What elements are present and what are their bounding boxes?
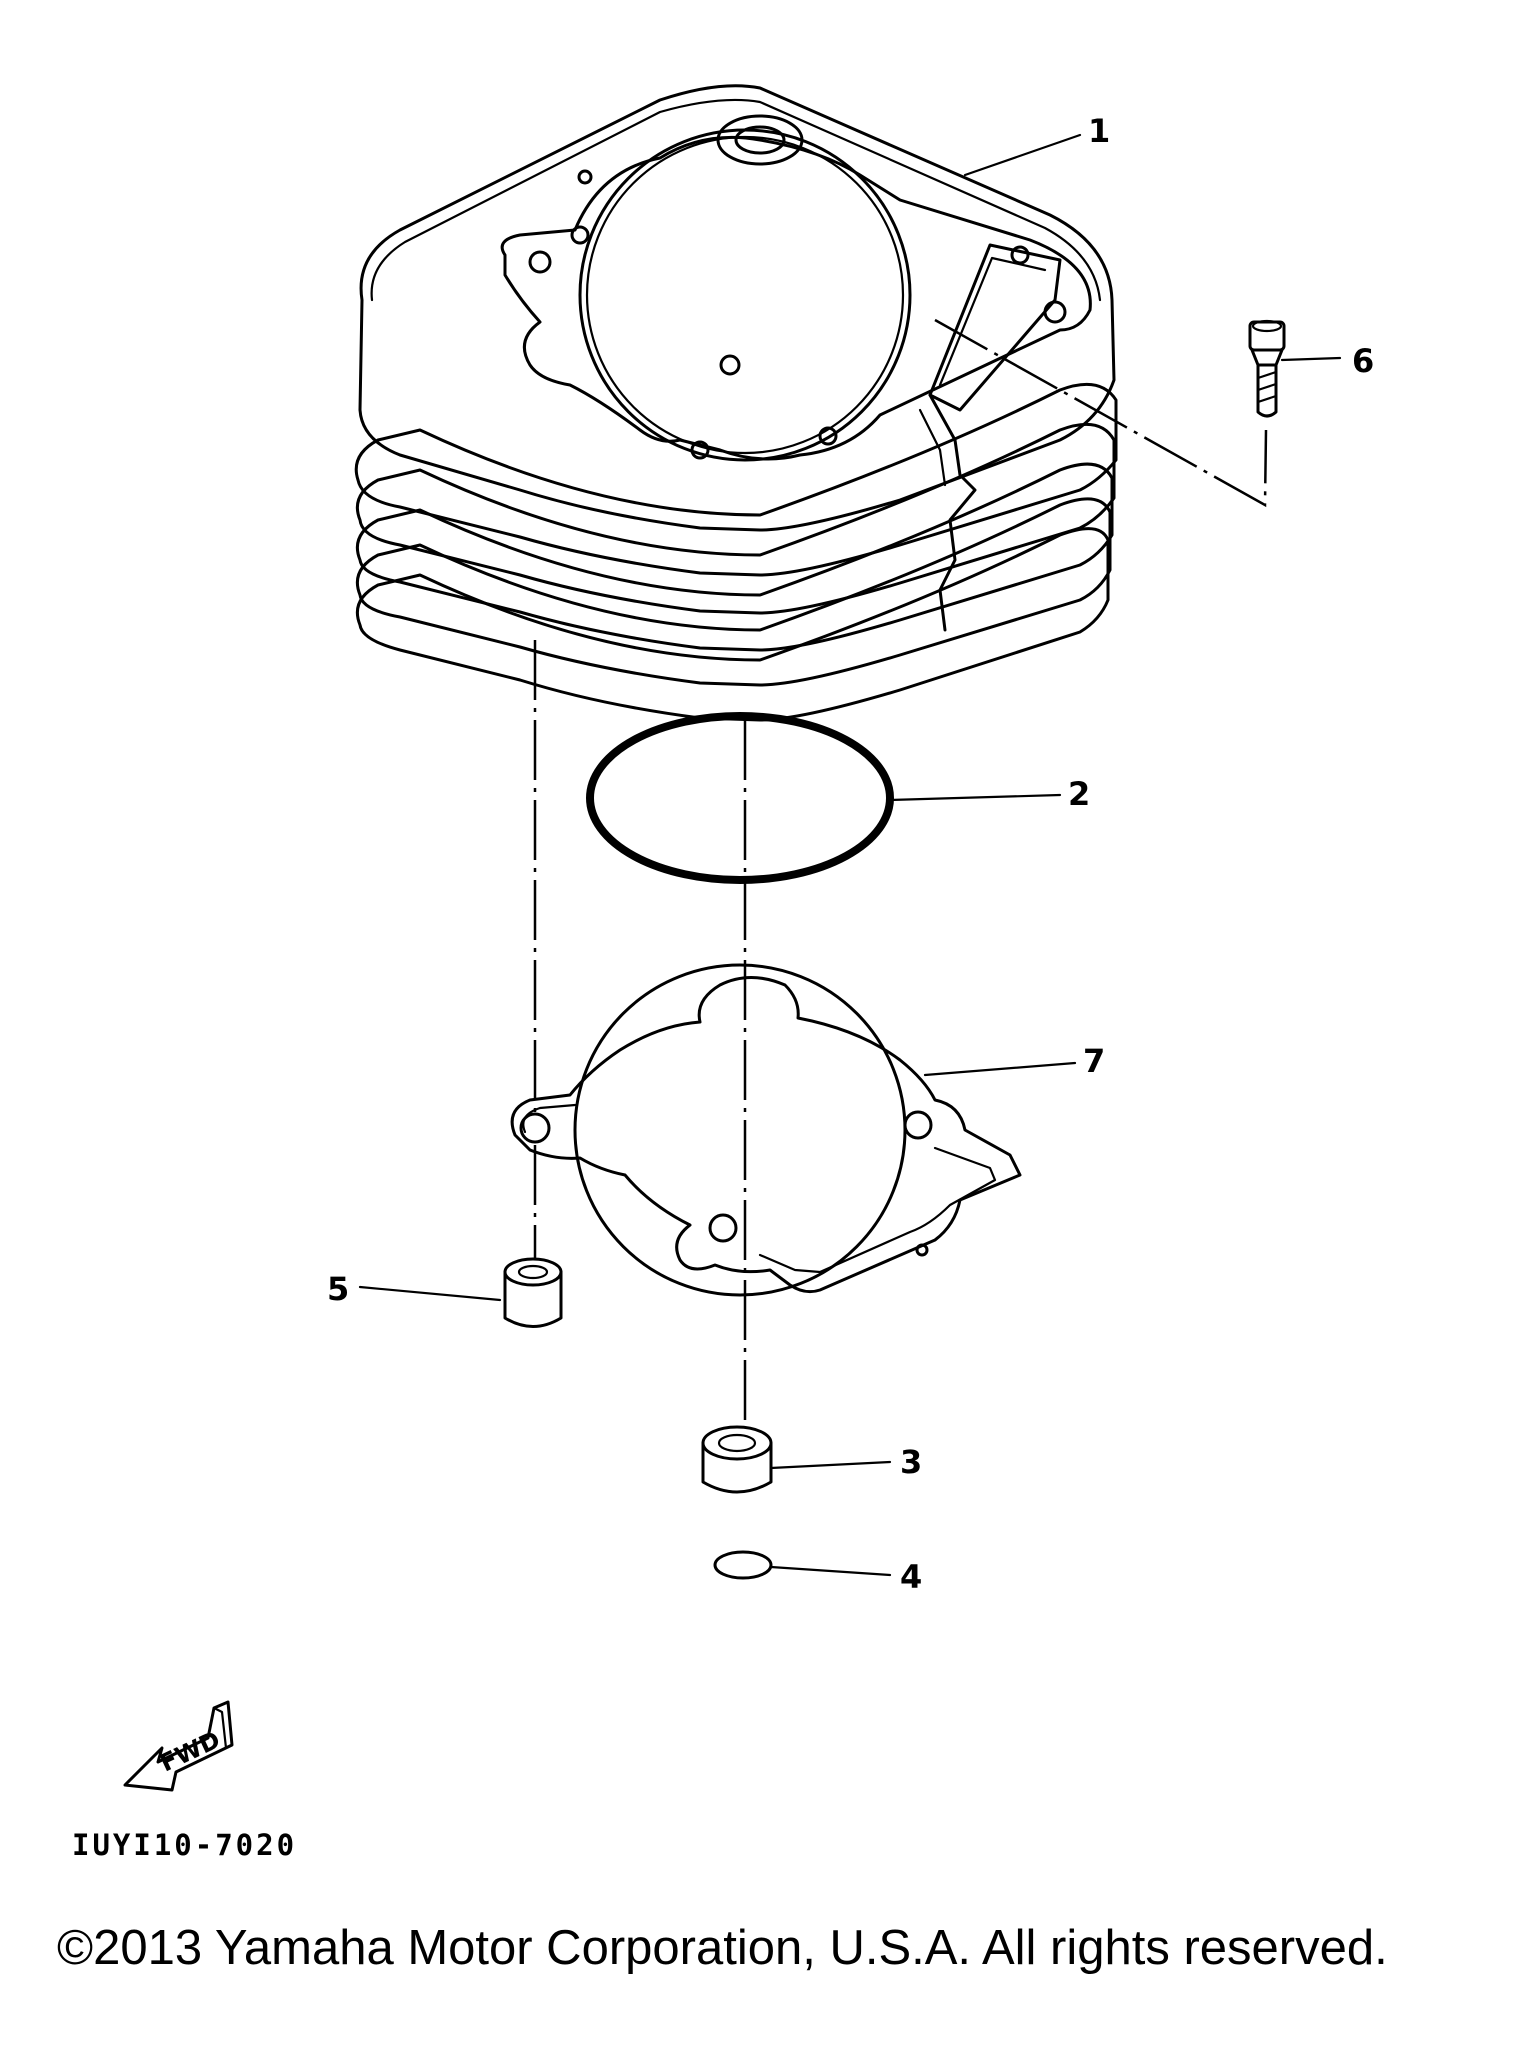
o-ring-large [586, 712, 894, 884]
leader-lines [358, 133, 1342, 1577]
callout-6: 6 [1352, 342, 1374, 380]
o-ring-small [713, 1550, 773, 1580]
callout-3: 3 [900, 1443, 922, 1481]
fwd-label: FWD [156, 1726, 225, 1778]
callout-1: 1 [1088, 112, 1110, 150]
dowel-pin-center [701, 1425, 773, 1494]
diagram-code: IUYI10-7020 [72, 1828, 297, 1862]
callout-5: 5 [327, 1270, 349, 1308]
dowel-pin-left [503, 1257, 563, 1328]
callout-7: 7 [1083, 1042, 1105, 1080]
cylinder-block [354, 84, 1118, 722]
copyright-notice: ©2013 Yamaha Motor Corporation, U.S.A. A… [57, 1921, 1388, 1975]
forward-arrow-icon: FWD [123, 1700, 234, 1792]
bolt [1248, 319, 1286, 418]
callout-2: 2 [1068, 775, 1090, 813]
base-gasket [510, 963, 1022, 1297]
callout-4: 4 [900, 1558, 922, 1596]
